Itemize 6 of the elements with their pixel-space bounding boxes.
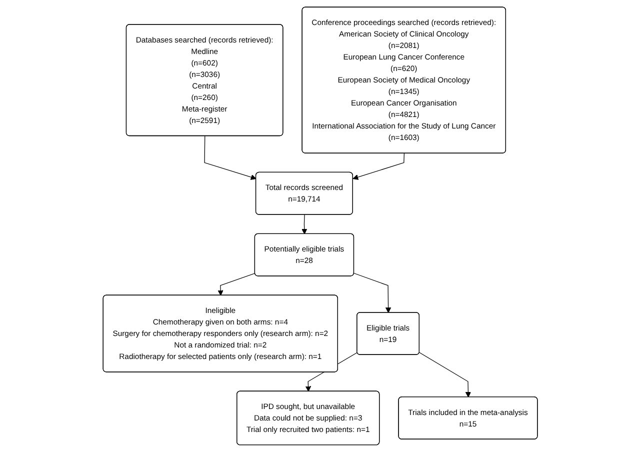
- arrow: [301, 214, 307, 234]
- arrow: [204, 136, 256, 180]
- arrow: [352, 153, 404, 180]
- arrow: [353, 272, 391, 313]
- arrow: [418, 352, 471, 398]
- arrow: [217, 272, 256, 296]
